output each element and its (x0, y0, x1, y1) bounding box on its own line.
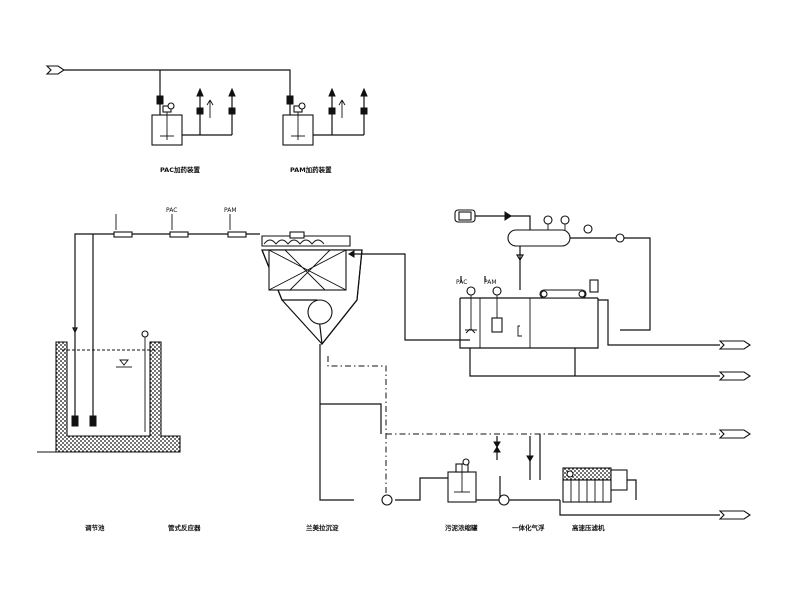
label-sludge-thickener: 污泥浓缩罐 (445, 523, 478, 532)
pressure-gauge-icon (543, 215, 553, 225)
label-filter-press: 高速压滤机 (572, 523, 605, 532)
lamella-settler (261, 231, 363, 346)
equalization-tank (37, 330, 181, 453)
reactor-feed-label-3: PAM (224, 207, 237, 214)
pam-dosing-unit (282, 87, 368, 146)
daf-unit: PAC PAM (456, 279, 609, 349)
dosing-water-line (64, 69, 291, 115)
outlet-arrow-1 (718, 340, 751, 350)
reactor-feed-label-2: PAC (166, 207, 177, 214)
tubular-reactor: PAC PAM (113, 207, 247, 238)
air-compressor (454, 209, 531, 230)
pam-dosing-label: PAM加药装置 (290, 165, 332, 174)
outlet-arrow-3 (718, 429, 751, 439)
outlet-arrow-4 (718, 510, 751, 520)
filter-press (562, 467, 637, 503)
daf-bottom-line (469, 348, 720, 377)
daf-pac-label: PAC (456, 279, 467, 286)
pam-gauge-icon (298, 102, 306, 110)
daf-pam-label: PAM (484, 279, 497, 286)
pac-mixer-icon (466, 286, 476, 296)
outlet-arrow-2 (718, 371, 751, 381)
sludge-pump-1-icon (381, 494, 393, 506)
dissolved-air-tank (507, 215, 651, 331)
sludge-to-thickener-line (395, 477, 470, 501)
sub-pump-1-icon (71, 415, 79, 427)
pac-dosing-unit (151, 87, 236, 146)
pac-dosing-label: PAC加药装置 (160, 165, 200, 174)
pac-gauge-icon (167, 102, 175, 110)
settler-effluent-line (350, 253, 470, 341)
level-sensor-icon (141, 330, 149, 338)
pam-mixer-icon (492, 286, 502, 296)
sub-pump-2-icon (89, 415, 97, 427)
recycle-pump-icon (615, 233, 625, 243)
skimmer-chain (539, 289, 587, 299)
settler-manhole-icon (307, 299, 333, 325)
label-tubular-reactor: 管式反应器 (168, 523, 201, 532)
label-lamella-settler: 兰美拉沉淀 (306, 523, 339, 532)
sludge-thickener (447, 458, 477, 503)
settler-sludge-line (319, 344, 354, 501)
label-daf: 一体化气浮 (512, 523, 545, 532)
sludge-pump-2-icon (498, 494, 510, 506)
settler-dash-line (327, 356, 387, 502)
pressure-gauge-2-icon (560, 215, 570, 225)
filtrate-line (559, 500, 720, 516)
effluent-line (607, 325, 720, 346)
dosing-inlet-arrow (45, 65, 65, 75)
label-equalization-tank: 调节池 (85, 523, 105, 532)
feed-line-to-reactor (74, 233, 260, 416)
